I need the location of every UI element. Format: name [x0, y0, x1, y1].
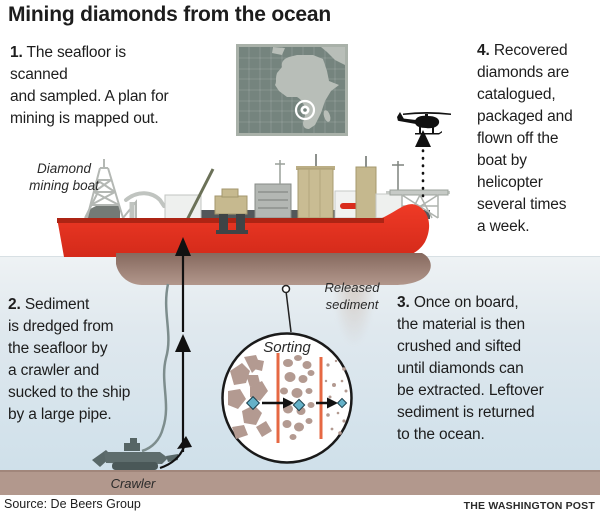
iberia-landmass: [272, 47, 285, 55]
derrick-tower-icon: [84, 159, 137, 219]
page-title: Mining diamonds from the ocean: [8, 3, 332, 26]
deck-crane-icon: [124, 191, 166, 218]
stern-block: [88, 205, 120, 218]
helipad: [386, 161, 450, 219]
step-4-number: 4.: [477, 42, 490, 59]
mining-ship-illustration: [57, 154, 450, 285]
sorter-screens: [276, 353, 323, 443]
tan-deckhouse: [296, 154, 335, 219]
rock-fragments-medium: [280, 355, 315, 440]
helipad-lattice: [401, 194, 439, 219]
crawler-icon: [92, 438, 178, 470]
source-credit: Source: De Beers Group: [4, 497, 141, 511]
sorting-label: Sorting: [263, 339, 311, 356]
step-3-number: 3.: [397, 294, 410, 311]
crawler-label: Crawler: [110, 476, 156, 491]
crane-pedestal: [214, 188, 248, 215]
ship-hull-underwater: [116, 253, 431, 285]
step-4-text: 4. Recovered diamonds are catalogued, pa…: [477, 42, 573, 235]
map-landmasses: [272, 47, 345, 129]
diamond-icon: [245, 395, 348, 412]
step-3-text: 3. Once on board, the material is then c…: [397, 294, 544, 443]
helicopter-icon: [397, 112, 451, 135]
rock-fragments-small: [324, 359, 348, 435]
rock-fragments-large: [228, 355, 272, 439]
boat-label: Diamond mining boat: [29, 161, 99, 193]
middle-east-landmass: [321, 47, 345, 65]
publisher-credit: THE WASHINGTON POST: [463, 500, 595, 512]
vented-container: [254, 160, 292, 219]
africa-map: [239, 47, 345, 133]
target-icon: [294, 99, 316, 121]
step-1-text: 1. The seafloor is scanned and sampled. …: [10, 44, 169, 127]
sorting-flow-arrows: [262, 397, 338, 409]
map-inset: [236, 44, 348, 136]
africa-landmass: [275, 55, 339, 129]
released-sediment-label: Released sediment: [324, 280, 380, 312]
sorting-inset: Sorting: [221, 332, 353, 464]
deckhouse-white: [164, 194, 202, 220]
step-2-number: 2.: [8, 296, 21, 313]
seafloor-band: [0, 470, 600, 495]
madagascar: [323, 110, 331, 122]
crane-boom: [184, 168, 215, 223]
step-2-text: 2. Sediment is dredged from the seafloor…: [8, 296, 131, 423]
step-1-number: 1.: [10, 44, 23, 61]
pedestal-legs: [216, 214, 248, 234]
